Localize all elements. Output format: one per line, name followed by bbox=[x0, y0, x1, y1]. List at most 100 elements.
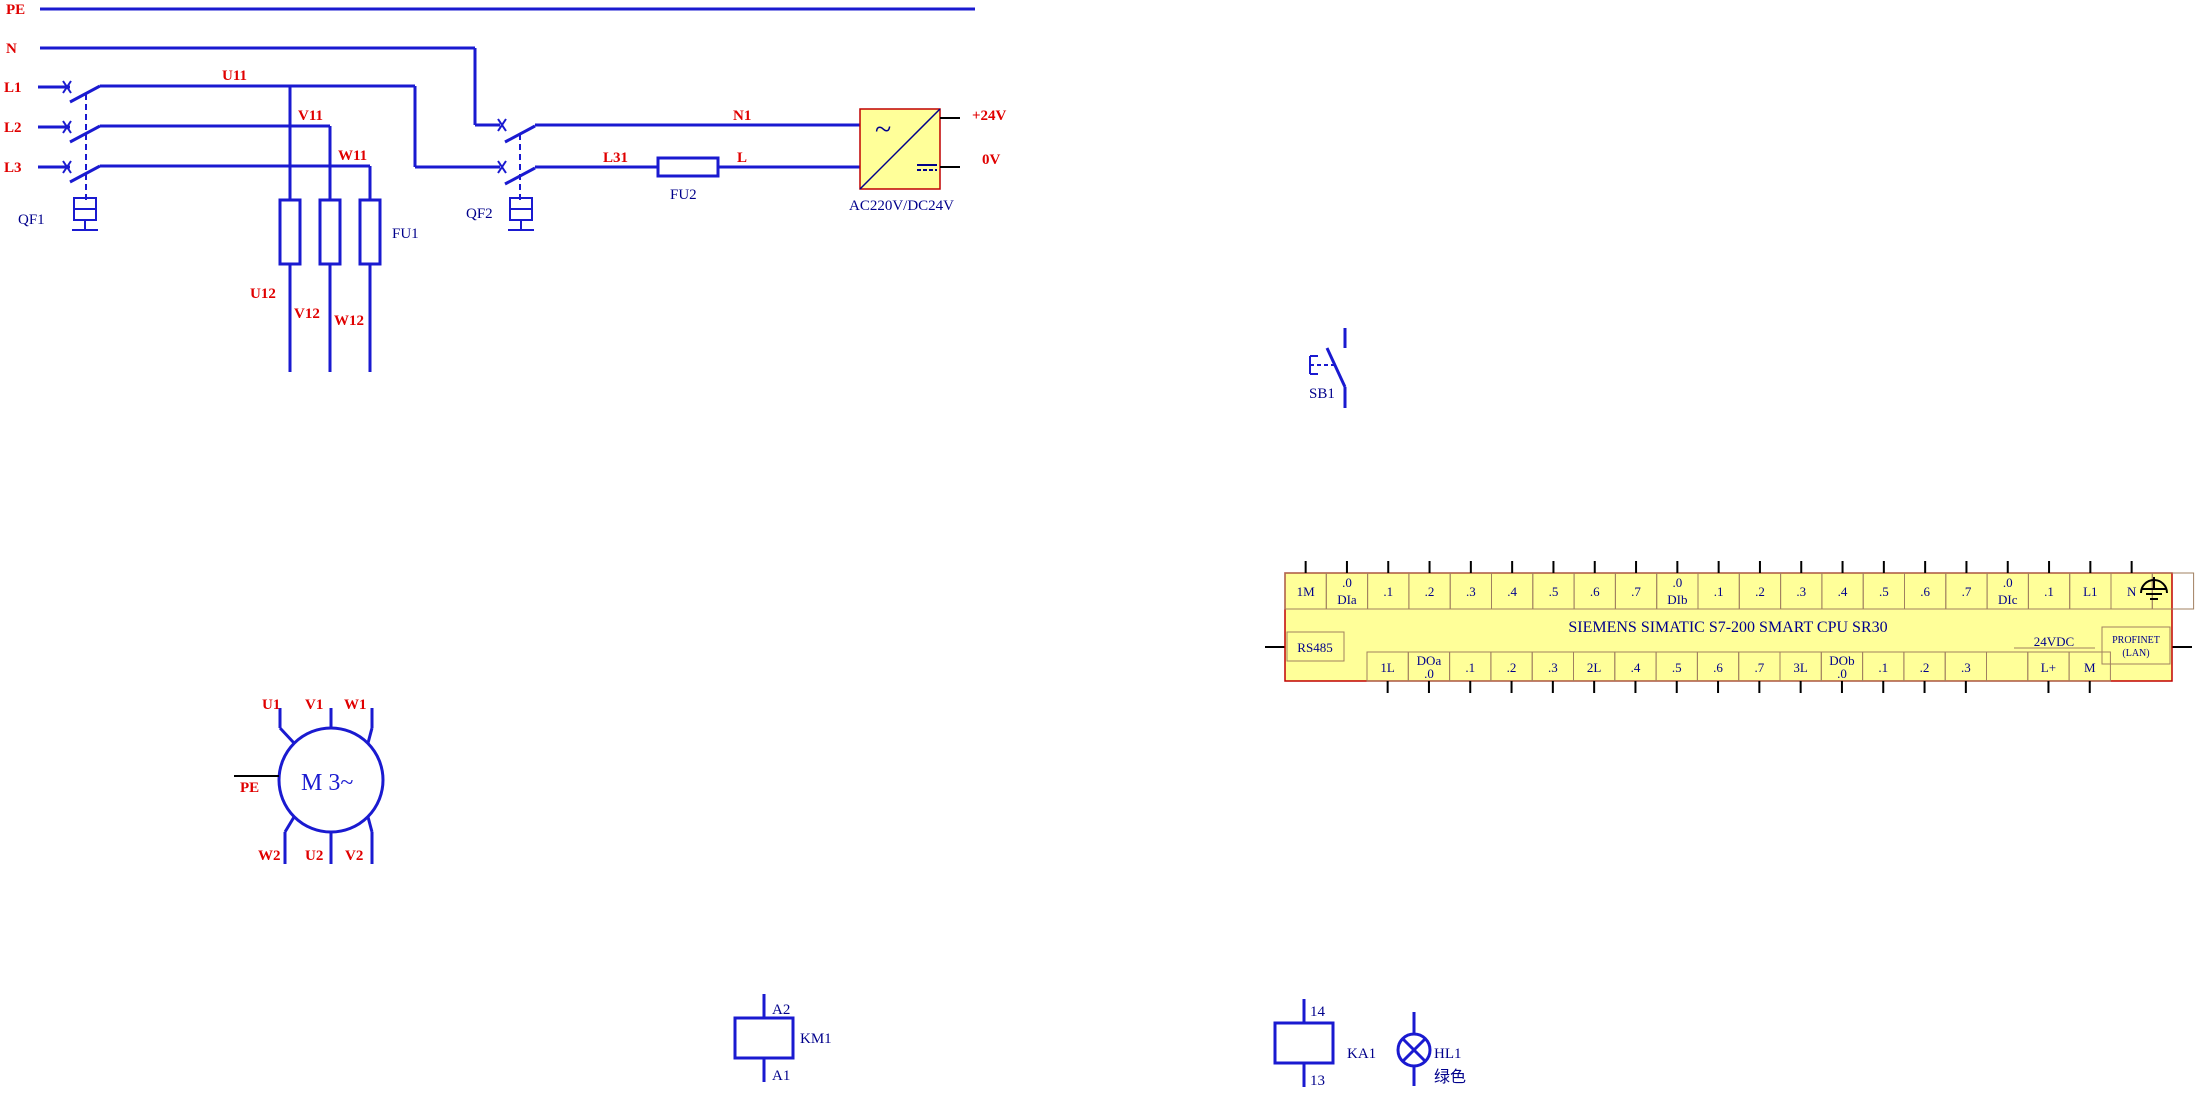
plc-top-label: .7 bbox=[1962, 584, 1972, 599]
plc-group-label: DIc bbox=[1998, 592, 2018, 607]
motor-u2-label: U2 bbox=[305, 848, 323, 864]
plc-top-label: .6 bbox=[1920, 584, 1930, 599]
hl1-color-label: 绿色 bbox=[1434, 1067, 1466, 1086]
plc-bottom-label: 3L bbox=[1793, 660, 1808, 675]
plc-top-label: .5 bbox=[1879, 584, 1889, 599]
l31-label: L31 bbox=[603, 150, 628, 166]
qf1-label: QF1 bbox=[18, 212, 45, 228]
psu-feed: N1 L31 L FU2 bbox=[535, 108, 860, 203]
psu-ac-symbol: ~ bbox=[875, 113, 891, 146]
plc-bottom-label: .5 bbox=[1672, 660, 1682, 675]
plus24v-label: +24V bbox=[972, 108, 1007, 124]
n-rail-label: N bbox=[6, 41, 17, 57]
motor-v1-label: V1 bbox=[305, 697, 323, 713]
hl1-label: HL1 bbox=[1434, 1046, 1462, 1062]
plc-bottom-label: 1L bbox=[1380, 660, 1395, 675]
plc-bottom-label: .2 bbox=[1920, 660, 1930, 675]
plc-top-label: .0 bbox=[1342, 575, 1352, 590]
km1-label: KM1 bbox=[800, 1031, 832, 1047]
psu-label: AC220V/DC24V bbox=[849, 198, 954, 214]
sb1-pushbutton[interactable]: SB1 bbox=[1309, 328, 1347, 408]
plc-top-label: .2 bbox=[1425, 584, 1435, 599]
w12-label: W12 bbox=[334, 313, 364, 329]
qf2-breaker[interactable]: QF2 bbox=[466, 48, 536, 231]
qf2-label: QF2 bbox=[466, 206, 493, 222]
plc-top-label: 1M bbox=[1297, 584, 1316, 599]
plc-top-label: .6 bbox=[1590, 584, 1600, 599]
three-phase-feeders: U11 V11 W11 bbox=[100, 68, 500, 200]
plc-top-label: .3 bbox=[1466, 584, 1476, 599]
plc-top-label: .5 bbox=[1549, 584, 1559, 599]
plc-top-cell bbox=[2151, 572, 2195, 610]
plc-bottom-label: 2L bbox=[1587, 660, 1602, 675]
lamp-icon bbox=[1396, 1032, 1432, 1068]
fu2-fuse[interactable] bbox=[656, 156, 720, 178]
plc-top-label: .1 bbox=[1714, 584, 1724, 599]
ka1-coil[interactable]: 14 13 KA1 bbox=[1273, 999, 1376, 1089]
pe-rail-label: PE bbox=[6, 2, 25, 18]
plc-bottom-label: .3 bbox=[1961, 660, 1971, 675]
plc-top-label: .1 bbox=[2044, 584, 2054, 599]
ka1-13-label: 13 bbox=[1310, 1073, 1325, 1089]
hl1-lamp[interactable]: HL1 绿色 bbox=[1396, 1012, 1466, 1086]
l1-rail-label: L1 bbox=[4, 80, 22, 96]
qf1-breaker[interactable]: QF1 bbox=[18, 80, 101, 231]
plc-bottom-label: .2 bbox=[1507, 660, 1517, 675]
power-supply-unit[interactable]: ~ +24V 0V AC220V/DC24V bbox=[849, 108, 1007, 214]
plc-bottom-label: DOb bbox=[1829, 653, 1854, 668]
plc-bottom-terminals: 1L DOa .1 .2 .3 2L .4 .5 .6 .7 3L DOb .1 .2 .3 L+ M .0 .0 bbox=[1366, 651, 2111, 693]
plc-bottom-label: .4 bbox=[1631, 660, 1641, 675]
plc-bottom-label: M bbox=[2084, 660, 2096, 675]
lan-label[interactable]: (LAN) bbox=[2122, 648, 2149, 659]
km1-coil[interactable]: A2 A1 KM1 bbox=[733, 994, 832, 1084]
plc-bottom-label: DOa bbox=[1417, 653, 1442, 668]
u12-label: U12 bbox=[250, 286, 276, 302]
v11-label: V11 bbox=[298, 108, 323, 124]
plc-bottom-label: .6 bbox=[1713, 660, 1723, 675]
plc-top-label: .0 bbox=[1672, 575, 1682, 590]
plc-top-label: .4 bbox=[1507, 584, 1517, 599]
l3-rail-label: L3 bbox=[4, 160, 22, 176]
plc-top-label: .3 bbox=[1796, 584, 1806, 599]
plc-bottom-label: .1 bbox=[1465, 660, 1475, 675]
km1-a2-label: A2 bbox=[772, 1002, 790, 1018]
fu1-label: FU1 bbox=[392, 226, 419, 242]
n1-label: N1 bbox=[733, 108, 751, 124]
ground-icon bbox=[2140, 577, 2168, 600]
plc-bottom-label: L+ bbox=[2041, 660, 2056, 675]
plc-bottom-label: .7 bbox=[1754, 660, 1764, 675]
motor-w2-label: W2 bbox=[258, 848, 281, 864]
motor-v2-label: V2 bbox=[345, 848, 363, 864]
v12-label: V12 bbox=[294, 306, 320, 322]
motor-label: M 3~ bbox=[301, 770, 353, 796]
plc-bottom-label: .3 bbox=[1548, 660, 1558, 675]
motor-pe-label: PE bbox=[240, 780, 259, 796]
plc-top-label: .7 bbox=[1631, 584, 1641, 599]
motor[interactable]: M 3~ U1 V1 W1 W2 U2 V2 PE bbox=[234, 697, 385, 864]
plc-title: SIEMENS SIMATIC S7-200 SMART CPU SR30 bbox=[1568, 619, 1887, 636]
plc-group-label: DIb bbox=[1667, 592, 1687, 607]
profinet-label: PROFINET bbox=[2112, 635, 2160, 646]
plc-top-label: .1 bbox=[1383, 584, 1393, 599]
plc-group-sublabel: .0 bbox=[1424, 666, 1434, 681]
vdc-label: 24VDC bbox=[2034, 634, 2074, 649]
plc-group-label: DIa bbox=[1337, 592, 1357, 607]
sb1-label: SB1 bbox=[1309, 386, 1335, 402]
l2-rail-label: L2 bbox=[4, 120, 22, 136]
u11-label: U11 bbox=[222, 68, 247, 84]
w11-label: W11 bbox=[338, 148, 367, 164]
plc-top-label: .4 bbox=[1838, 584, 1848, 599]
l-label: L bbox=[737, 150, 747, 166]
fu2-label: FU2 bbox=[670, 187, 697, 203]
motor-w1-label: W1 bbox=[344, 697, 367, 713]
rs485-port[interactable]: RS485 bbox=[1297, 640, 1332, 655]
plc-group-sublabel: .0 bbox=[1837, 666, 1847, 681]
plc-bottom-label: .1 bbox=[1878, 660, 1888, 675]
plc-top-label: N bbox=[2127, 584, 2137, 599]
zero-v-label: 0V bbox=[982, 152, 1001, 168]
km1-a1-label: A1 bbox=[772, 1068, 790, 1084]
fu1-fuses[interactable]: FU1 U12 V12 W12 bbox=[250, 198, 419, 372]
